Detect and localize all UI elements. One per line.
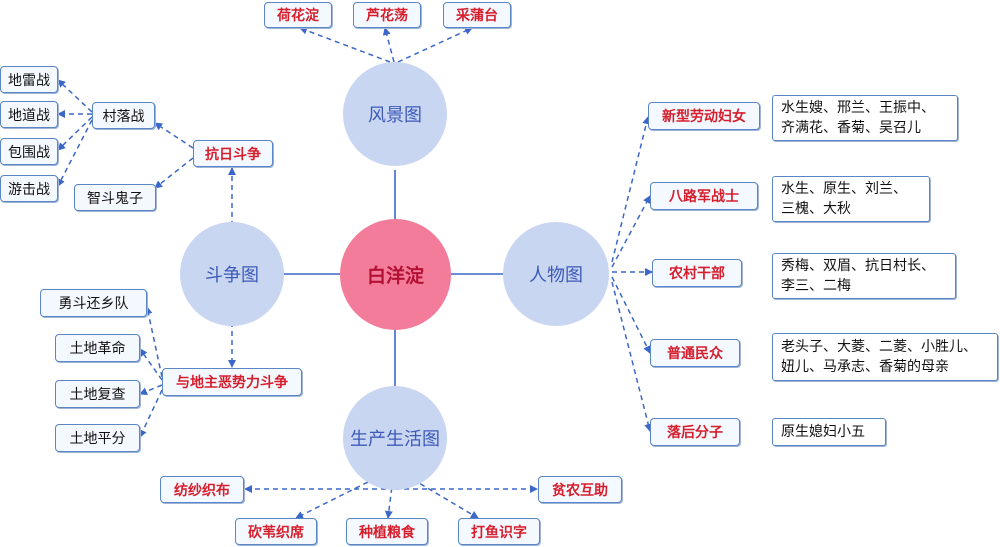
member-line: 水生、原生、刘兰、 (781, 181, 907, 197)
life-item-mat-weaving: 砍苇织席 (235, 518, 317, 545)
member-line: 秀梅、双眉、抗日村长、 (781, 258, 935, 274)
link-to-wit (154, 157, 194, 189)
village-war-item-encircle: 包围战 (0, 138, 58, 165)
member-line: 妞儿、马承志、香菊的母亲 (781, 359, 949, 375)
people-group-laggards-members: 原生媳妇小五 (772, 418, 886, 446)
life-node: 生产生活图 (343, 386, 447, 490)
member-line: 李三、二梅 (781, 278, 851, 294)
people-group-commoners: 普通民众 (650, 339, 740, 367)
member-line: 齐满花、香菊、吴召儿 (781, 120, 921, 136)
struggle-node: 斗争图 (180, 222, 284, 326)
link-scenery-2 (382, 27, 395, 63)
link-people-5 (611, 281, 653, 432)
people-group-commoners-members: 老头子、大菱、二菱、小胜儿、 妞儿、马承志、香菊的母亲 (772, 333, 998, 381)
link-people-4 (611, 276, 651, 354)
anti-japan-struggle: 抗日斗争 (193, 140, 273, 167)
link-scenery-3 (397, 27, 473, 63)
link-landlord-3 (139, 384, 163, 396)
life-item-spinning: 纺纱织布 (160, 476, 244, 503)
people-group-women-members: 水生嫂、邢兰、王振中、 齐满花、香菊、吴召儿 (772, 95, 958, 141)
people-group-cadres: 农村干部 (652, 259, 742, 287)
link-landlord-2 (139, 348, 163, 381)
member-line: 水生嫂、邢兰、王振中、 (781, 100, 935, 116)
village-war-item-mine: 地雷战 (0, 66, 58, 93)
link-village-3 (57, 116, 93, 151)
outwit-the-enemy: 智斗鬼子 (74, 184, 156, 211)
village-war-item-tunnel: 地道战 (0, 101, 58, 128)
people-group-cadres-members: 秀梅、双眉、抗日村长、 李三、二梅 (772, 253, 956, 299)
people-group-women: 新型劳动妇女 (648, 102, 760, 130)
landlord-struggle: 与地主恶势力斗争 (162, 368, 302, 396)
link-life-4 (384, 469, 395, 519)
member-line: 老头子、大菱、二菱、小胜儿、 (781, 339, 977, 355)
link-landlord-1 (144, 306, 163, 378)
life-item-grain: 种植粮食 (346, 518, 428, 545)
life-item-fishing-literacy: 打鱼识字 (458, 518, 540, 545)
member-line: 三槐、大秋 (781, 201, 851, 217)
link-people-1 (611, 116, 651, 263)
people-group-soldiers-members: 水生、原生、刘兰、 三槐、大秋 (772, 176, 930, 222)
village-war: 村落战 (92, 102, 155, 129)
village-war-item-guerrilla: 游击战 (0, 175, 58, 202)
link-village-1 (57, 79, 93, 113)
people-group-laggards: 落后分子 (650, 418, 740, 446)
link-to-village (154, 122, 194, 149)
scenery-item-reed-marsh: 芦花荡 (353, 2, 421, 28)
member-line: 原生媳妇小五 (781, 424, 865, 440)
people-group-soldiers: 八路军战士 (650, 182, 758, 210)
landlord-item-3: 土地复查 (55, 380, 140, 408)
scenery-node: 风景图 (343, 62, 447, 166)
scenery-item-lotus-lake: 荷花淀 (264, 2, 332, 28)
landlord-item-1: 勇斗还乡队 (40, 289, 147, 317)
link-landlord-4 (139, 389, 163, 438)
center-node: 白洋淀 (340, 219, 451, 330)
link-life-5 (396, 469, 479, 519)
link-people-2 (611, 195, 651, 268)
landlord-item-4: 土地平分 (55, 424, 140, 452)
scenery-item-cattail-platform: 采蒲台 (443, 2, 511, 28)
people-node: 人物图 (503, 222, 609, 326)
life-item-mutual-aid: 贫农互助 (538, 476, 622, 503)
landlord-item-2: 土地革命 (55, 334, 140, 362)
link-village-4 (57, 119, 93, 187)
link-scenery-1 (299, 26, 391, 63)
